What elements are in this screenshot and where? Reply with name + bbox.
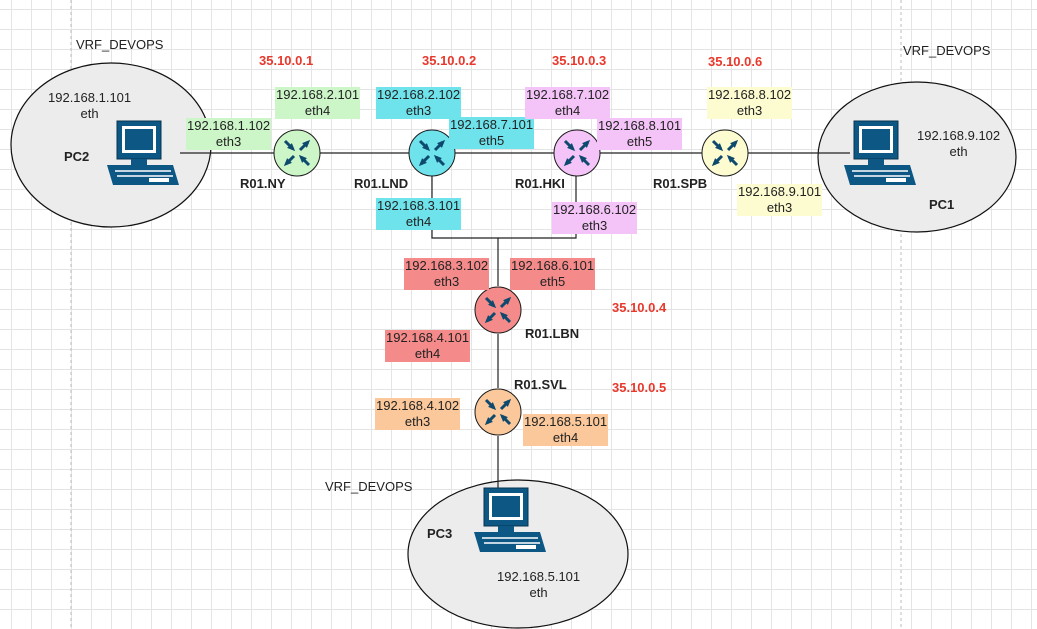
iface-ip: 192.168.7.102: [525, 87, 611, 103]
loopback-svl: 35.10.0.5: [612, 380, 667, 395]
vrf-zone-pc1: [817, 81, 1017, 233]
iface-ip: 192.168.6.102: [552, 202, 638, 218]
iface-tag-lnd-eth4: 192.168.3.101 eth4: [376, 198, 462, 230]
iface-tag-lbn-eth5: 192.168.6.101 eth5: [510, 258, 596, 290]
iface-name: eth4: [275, 103, 361, 119]
iface-name: eth5: [597, 134, 683, 150]
iface-ip: 192.168.2.102: [376, 87, 462, 103]
pc1-computer-icon: [844, 120, 916, 185]
iface-tag-spb-eth3-right: 192.168.9.101 eth3: [737, 184, 823, 216]
loopback-lnd: 35.10.0.2: [422, 53, 477, 68]
iface-ip: 192.168.4.102: [375, 398, 461, 414]
iface-name: eth4: [525, 103, 611, 119]
router-name-svl: R01.SVL: [514, 377, 567, 392]
iface-name: eth5: [449, 133, 535, 149]
pc2-computer-icon: [107, 120, 179, 185]
loopback-hki: 35.10.0.3: [552, 53, 607, 68]
iface-name: eth3: [552, 218, 638, 234]
iface-ip: 192.168.9.101: [737, 184, 823, 200]
iface-tag-hki-eth4: 192.168.7.102 eth4: [525, 87, 611, 119]
iface-tag-hki-eth5: 192.168.8.101 eth5: [597, 118, 683, 150]
iface-ip: 192.168.2.101: [275, 87, 361, 103]
iface-tag-lbn-eth4: 192.168.4.101 eth4: [385, 330, 471, 362]
pc1-name: PC1: [929, 197, 955, 212]
iface-ip: 192.168.8.102: [707, 87, 793, 103]
iface-tag-lnd-eth3: 192.168.2.102 eth3: [376, 87, 462, 119]
router-hki-icon: [553, 129, 601, 177]
iface-tag-svl-eth3: 192.168.4.102 eth3: [375, 398, 461, 430]
iface-ip: 192.168.3.101: [376, 198, 462, 214]
vrf-zone-pc2: [10, 62, 212, 228]
router-name-spb: R01.SPB: [653, 176, 708, 191]
iface-name: eth4: [385, 346, 471, 362]
router-lnd-icon: [408, 129, 456, 177]
iface-tag-ny-eth3: 192.168.1.102 eth3: [186, 118, 272, 150]
router-ny-icon: [273, 129, 321, 177]
router-name-lbn: R01.LBN: [525, 326, 580, 341]
iface-name: eth3: [707, 103, 793, 119]
link-hki-lbn: [498, 176, 577, 239]
router-name-lnd: R01.LND: [354, 176, 409, 191]
iface-name: eth3: [375, 414, 461, 430]
iface-tag-svl-eth4: 192.168.5.101 eth4: [523, 414, 609, 446]
loopback-lbn: 35.10.0.4: [612, 300, 667, 315]
iface-name: eth3: [186, 134, 272, 150]
pc3-address: 192.168.5.101 eth: [497, 569, 581, 600]
iface-name: eth5: [510, 274, 596, 290]
pc3-name: PC3: [427, 526, 453, 541]
iface-name: eth3: [404, 274, 490, 290]
iface-ip: 192.168.6.101: [510, 258, 596, 274]
pc1-address: 192.168.9.102 eth: [917, 128, 1001, 159]
iface-ip: 192.168.4.101: [385, 330, 471, 346]
iface-name: eth4: [523, 430, 609, 446]
iface-ip: 192.168.7.101: [449, 117, 535, 133]
vrf-label-pc1: VRF_DEVOPS: [903, 43, 991, 58]
iface-name: eth3: [737, 200, 823, 216]
iface-tag-ny-eth4: 192.168.2.101 eth4: [275, 87, 361, 119]
iface-ip: 192.168.3.102: [404, 258, 490, 274]
iface-ip: 192.168.8.101: [597, 118, 683, 134]
router-svl-icon: [474, 388, 522, 436]
pc2-name: PC2: [64, 149, 90, 164]
iface-name: eth4: [376, 214, 462, 230]
loopback-spb: 35.10.0.6: [708, 54, 763, 69]
vrf-label-pc2: VRF_DEVOPS: [76, 37, 164, 52]
router-name-ny: R01.NY: [240, 176, 286, 191]
vrf-zone-pc3: [407, 479, 629, 629]
pc2-address: 192.168.1.101 eth: [48, 90, 132, 121]
iface-name: eth3: [376, 103, 462, 119]
iface-tag-lbn-eth3: 192.168.3.102 eth3: [404, 258, 490, 290]
vrf-label-pc3: VRF_DEVOPS: [325, 479, 413, 494]
iface-tag-spb-eth3-left: 192.168.8.102 eth3: [707, 87, 793, 119]
router-name-hki: R01.HKI: [515, 176, 565, 191]
iface-tag-hki-eth3: 192.168.6.102 eth3: [552, 202, 638, 234]
router-spb-icon: [701, 129, 749, 177]
router-lbn-icon: [474, 286, 522, 334]
iface-ip: 192.168.5.101: [523, 414, 609, 430]
loopback-ny: 35.10.0.1: [259, 53, 314, 68]
iface-ip: 192.168.1.102: [186, 118, 272, 134]
pc3-computer-icon: [474, 487, 546, 552]
iface-tag-lnd-eth5: 192.168.7.101 eth5: [449, 117, 535, 149]
